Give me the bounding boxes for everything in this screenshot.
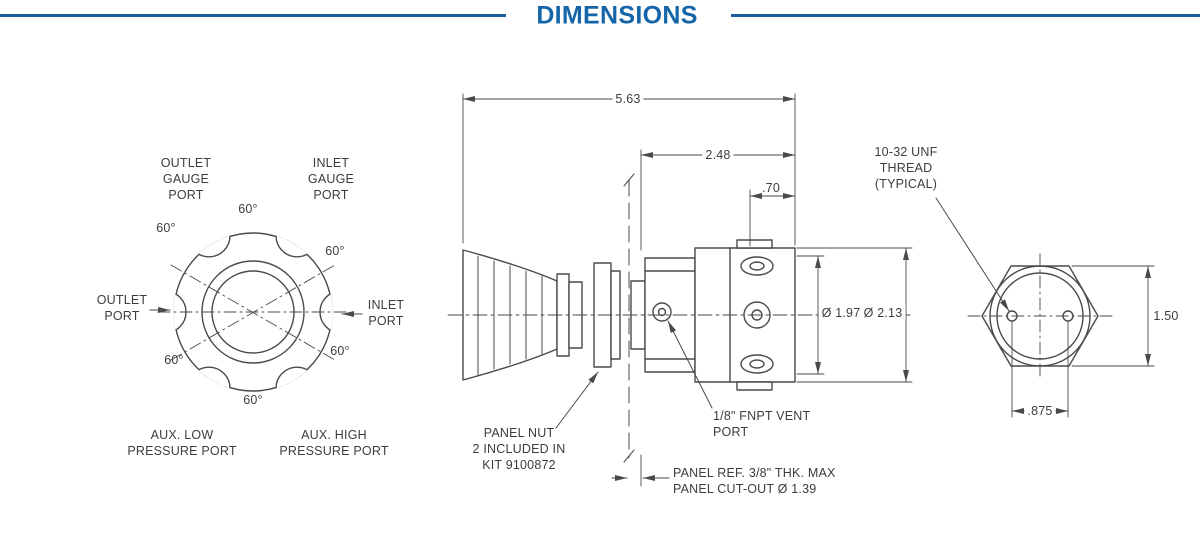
label-inlet-gauge-port: INLET GAUGE PORT	[307, 156, 355, 202]
end-view-drawing	[935, 197, 1155, 418]
note-vent-port: 1/8" FNPT VENT PORT	[713, 409, 811, 439]
angle-label-bottom: 60°	[243, 393, 263, 407]
front-centerlines	[157, 264, 349, 361]
label-outlet-gauge-port: OUTLET GAUGE PORT	[160, 156, 212, 202]
vent-port-hole	[652, 302, 672, 322]
side-leader-lines	[555, 320, 713, 481]
label-aux-low-pressure-port: AUX. LOW PRESSURE PORT	[127, 428, 237, 458]
page-title: DIMENSIONS	[536, 1, 698, 30]
note-panel-nut: PANEL NUT 2 INCLUDED IN KIT 9100872	[472, 426, 566, 472]
dim-across-flats: 1.50	[1153, 309, 1179, 323]
dim-overall-length: 5.63	[612, 91, 644, 107]
dim-flange-diameter: Ø 2.13	[860, 305, 906, 321]
side-view-drawing	[447, 93, 913, 487]
end-dimension-lines	[1011, 265, 1155, 418]
port-leader-arrows	[149, 307, 363, 317]
angle-label-lower-left: 60°	[164, 353, 184, 367]
dim-body-length: 2.48	[702, 147, 734, 163]
end-centerlines	[967, 253, 1113, 381]
label-outlet-port: OUTLET PORT	[96, 293, 148, 323]
angle-label-top: 60°	[238, 202, 258, 216]
panel-line	[623, 173, 635, 463]
header-rule-right	[731, 14, 1200, 17]
label-aux-high-pressure-port: AUX. HIGH PRESSURE PORT	[279, 428, 389, 458]
note-panel-ref: PANEL REF. 3/8" THK. MAX PANEL CUT-OUT Ø…	[673, 466, 836, 496]
header-rule-left	[0, 14, 506, 17]
dim-body-diameter: Ø 1.97	[818, 305, 864, 321]
thread-leader-line	[935, 197, 1010, 312]
angle-label-lower-right: 60°	[330, 344, 350, 358]
angle-label-upper-left: 60°	[156, 221, 176, 235]
label-inlet-port: INLET PORT	[367, 298, 405, 328]
angle-label-upper-right: 60°	[325, 244, 345, 258]
dim-bonnet-depth: .70	[762, 181, 780, 195]
dim-hole-spacing: .875	[1024, 403, 1056, 419]
note-thread: 10-32 UNF THREAD (TYPICAL)	[874, 145, 938, 191]
